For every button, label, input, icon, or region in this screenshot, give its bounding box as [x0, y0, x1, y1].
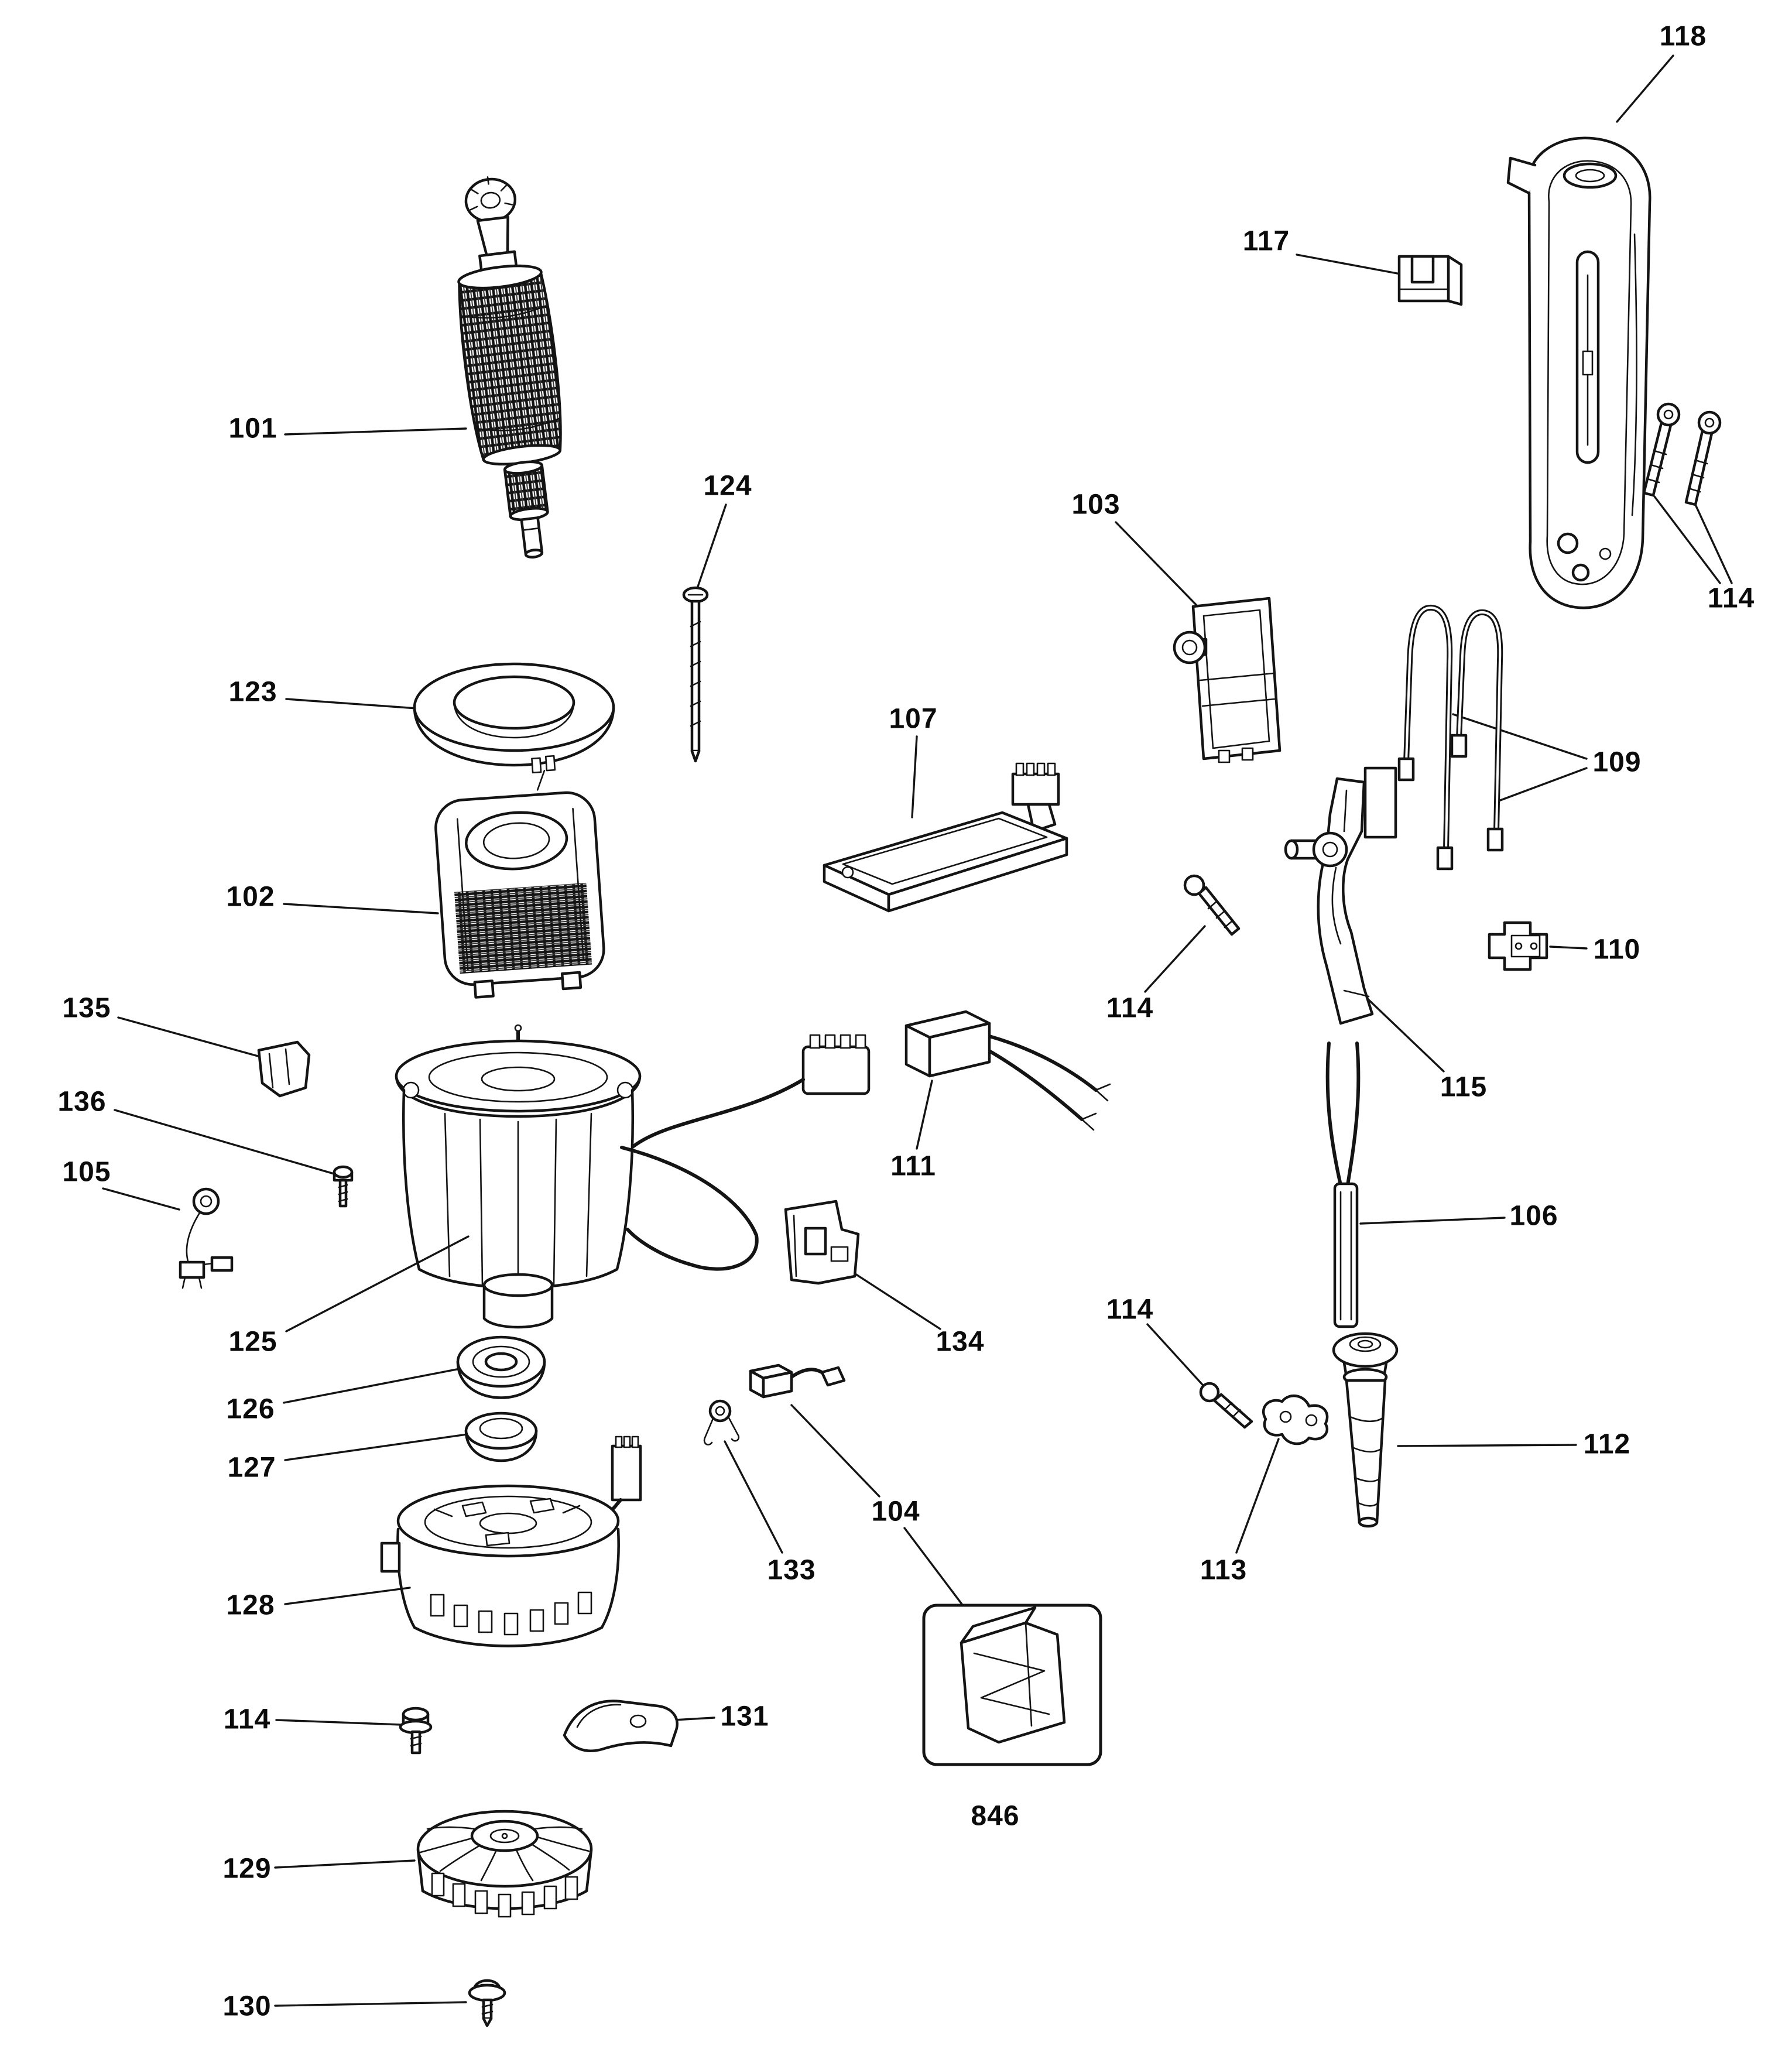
long-screw-drawing — [682, 586, 709, 763]
wire-clip-drawing — [1488, 921, 1548, 971]
part-label-112: 112 — [1583, 1428, 1631, 1460]
part-label-128: 128 — [226, 1589, 275, 1621]
part-label-114-a: 114 — [1707, 583, 1755, 614]
part-label-135: 135 — [62, 992, 111, 1024]
part-label-103: 103 — [1071, 489, 1121, 520]
part-label-134: 134 — [936, 1326, 985, 1358]
small-screw-drawing — [333, 1165, 354, 1208]
carbon-brush-drawing — [749, 1363, 846, 1399]
small-clip-drawing — [257, 1040, 311, 1098]
part-label-109: 109 — [1592, 746, 1642, 778]
fan-screw-drawing — [468, 1979, 506, 2027]
part-label-115: 115 — [1440, 1071, 1488, 1103]
bracket-screw-drawing — [1183, 874, 1241, 936]
part-label-124: 124 — [703, 470, 752, 502]
part-label-133: 133 — [767, 1554, 816, 1586]
switch-drawing — [1173, 597, 1282, 763]
part-label-106: 106 — [1509, 1200, 1558, 1232]
fan-drawing — [416, 1810, 593, 1918]
part-label-107: 107 — [889, 703, 938, 735]
armature-drawing — [457, 176, 562, 559]
suppressor-drawing — [904, 1010, 1111, 1131]
motor-housing-drawing — [395, 1024, 871, 1329]
bearing-drawing — [456, 1335, 546, 1399]
part-label-136: 136 — [57, 1086, 107, 1118]
seal-ring-drawing — [464, 1412, 538, 1462]
part-label-111: 111 — [890, 1150, 936, 1182]
part-label-130: 130 — [222, 1991, 272, 2022]
part-label-114-c: 114 — [1106, 1294, 1154, 1325]
part-label-129: 129 — [222, 1853, 272, 1885]
part-label-101: 101 — [228, 413, 277, 444]
cordset-leads-drawing — [1325, 1042, 1361, 1328]
spring-drawing — [703, 1399, 740, 1445]
part-label-127: 127 — [227, 1452, 276, 1484]
part-label-846: 846 — [971, 1800, 1020, 1832]
brush-cap-clip-drawing — [1397, 255, 1463, 306]
lead-wires-drawing — [1397, 604, 1504, 871]
part-label-113: 113 — [1200, 1554, 1248, 1586]
support-bracket-drawing — [1284, 766, 1397, 1025]
part-label-104: 104 — [871, 1496, 920, 1527]
field-stator-drawing — [434, 755, 605, 999]
cord-clamp-drawing — [1199, 1382, 1329, 1445]
baffle-screw-drawing — [399, 1707, 433, 1755]
retainer-clip-drawing — [563, 1700, 679, 1752]
part-label-126: 126 — [226, 1393, 275, 1425]
part-label-131: 131 — [720, 1701, 769, 1732]
electronic-module-drawing — [823, 762, 1068, 913]
part-label-118: 118 — [1659, 20, 1707, 52]
contact-assembly-drawing — [179, 1187, 234, 1289]
part-label-102: 102 — [226, 881, 275, 913]
retaining-ring-drawing — [413, 662, 615, 767]
parts-bag-drawing — [922, 1604, 1102, 1766]
brush-holder-drawing — [784, 1200, 860, 1285]
handle-housing-drawing — [1506, 136, 1651, 609]
part-label-110: 110 — [1593, 934, 1641, 965]
handle-screws-drawing — [1642, 402, 1722, 506]
part-label-117: 117 — [1242, 225, 1290, 257]
part-label-125: 125 — [228, 1326, 277, 1358]
part-label-114-d: 114 — [223, 1704, 271, 1735]
part-label-114-b: 114 — [1106, 992, 1154, 1024]
cord-protector-drawing — [1332, 1332, 1399, 1528]
part-label-105: 105 — [62, 1156, 111, 1188]
part-label-123: 123 — [228, 676, 277, 708]
baffle-housing-drawing — [380, 1436, 642, 1647]
